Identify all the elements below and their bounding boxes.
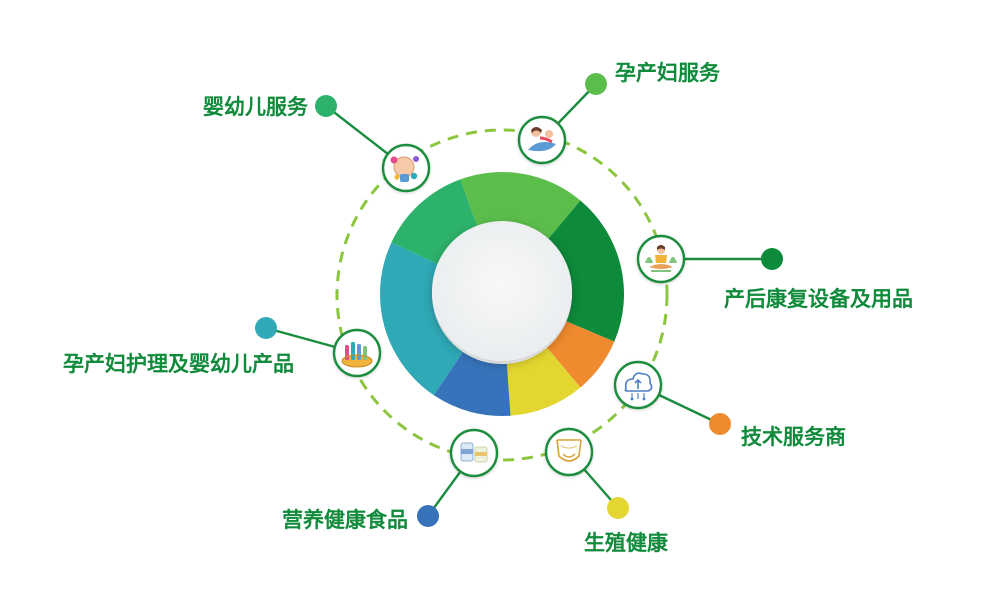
dot-nursing: [255, 317, 277, 339]
label-reproductive-health: 生殖健康: [584, 531, 668, 555]
label-tech-service-provider: 技术服务商: [741, 425, 846, 449]
center-hub: [432, 221, 572, 361]
meditation-icon: [636, 234, 686, 284]
label-maternal-service: 孕产妇服务: [615, 61, 720, 85]
dot-nutrition: [417, 505, 439, 527]
mother-baby-icon: [517, 115, 567, 165]
dashed-orbit-ring: [335, 128, 669, 462]
food-package-icon: [449, 428, 499, 478]
donut-segment-tech: [546, 321, 615, 388]
donut-segment-nutrition: [433, 352, 511, 416]
donut-segment-reproductive: [506, 347, 581, 416]
dot-tech: [709, 413, 731, 435]
donut-ring: [380, 171, 624, 416]
label-nutrition-food: 营养健康食品: [282, 508, 408, 532]
donut-segment-nursing: [380, 242, 463, 396]
icon-badges: [332, 115, 686, 478]
dot-postpartum: [761, 248, 783, 270]
pelvis-icon: [544, 427, 594, 477]
end-dots: [255, 73, 783, 527]
donut-segment-postpartum: [546, 200, 624, 342]
baby-bottles-icon: [332, 328, 382, 378]
dot-infant-service: [315, 95, 337, 117]
donut-segment-infant: [391, 179, 479, 265]
dot-reproductive: [607, 497, 629, 519]
label-infant-service: 婴幼儿服务: [203, 95, 308, 119]
dot-maternal-service: [585, 73, 607, 95]
label-postpartum-equipment: 产后康复设备及用品: [724, 287, 913, 311]
baby-toys-icon: [381, 143, 431, 193]
cloud-upload-icon: [613, 360, 663, 410]
label-nursing-infant-products: 孕产妇护理及婴幼儿产品: [63, 352, 294, 376]
